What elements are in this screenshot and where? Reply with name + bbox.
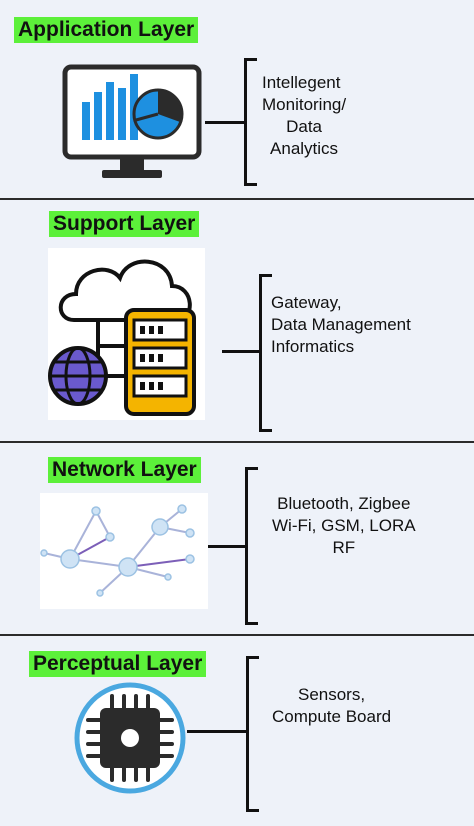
monitor-chart-icon <box>62 64 202 189</box>
description-line: Gateway, <box>271 293 342 312</box>
brace <box>246 656 259 812</box>
description-line: RF <box>332 538 356 557</box>
description-line: Wi-Fi, GSM, LORA <box>272 516 416 535</box>
description-line: Bluetooth, Zigbee <box>277 494 411 513</box>
brace-stem <box>187 730 247 733</box>
description-line: Analytics <box>270 139 339 158</box>
perceptual-layer-title: Perceptual Layer <box>29 651 207 677</box>
support-layer-section: Support Layer Gateway, Data Mana <box>0 200 474 441</box>
application-layer-description: Intellegent Monitoring/ Data Analytics <box>262 72 346 160</box>
application-layer-section: Application Layer Intellegent Monitoring… <box>0 0 474 198</box>
support-layer-title: Support Layer <box>49 211 200 237</box>
description-line: Compute Board <box>272 707 392 726</box>
perceptual-layer-description: Sensors, Compute Board <box>272 684 391 728</box>
layer-divider <box>0 634 474 636</box>
chip-icon <box>74 682 186 799</box>
support-layer-description: Gateway, Data Management Informatics <box>271 292 411 358</box>
description-line: Sensors, <box>297 685 366 704</box>
description-line: Data <box>286 117 323 136</box>
brace-stem <box>208 545 246 548</box>
layer-divider <box>0 441 474 443</box>
network-layer-section: Network Layer <box>0 443 474 634</box>
brace-stem <box>222 350 260 353</box>
brace <box>244 58 257 186</box>
description-line: Data Management <box>271 315 411 334</box>
network-layer-title: Network Layer <box>48 457 201 483</box>
brace <box>245 467 258 625</box>
network-layer-description: Bluetooth, Zigbee Wi-Fi, GSM, LORA RF <box>272 493 416 559</box>
description-line: Intellegent <box>262 73 341 92</box>
description-line: Informatics <box>271 337 355 356</box>
application-layer-title: Application Layer <box>14 17 199 43</box>
perceptual-layer-section: Perceptual Layer Sensors, Compute Board <box>0 636 474 826</box>
brace <box>259 274 272 432</box>
cloud-server-globe-icon <box>48 248 205 420</box>
brace-stem <box>205 121 245 124</box>
network-nodes-icon <box>40 493 208 609</box>
description-line: Monitoring/ <box>262 95 347 114</box>
layer-divider <box>0 198 474 200</box>
